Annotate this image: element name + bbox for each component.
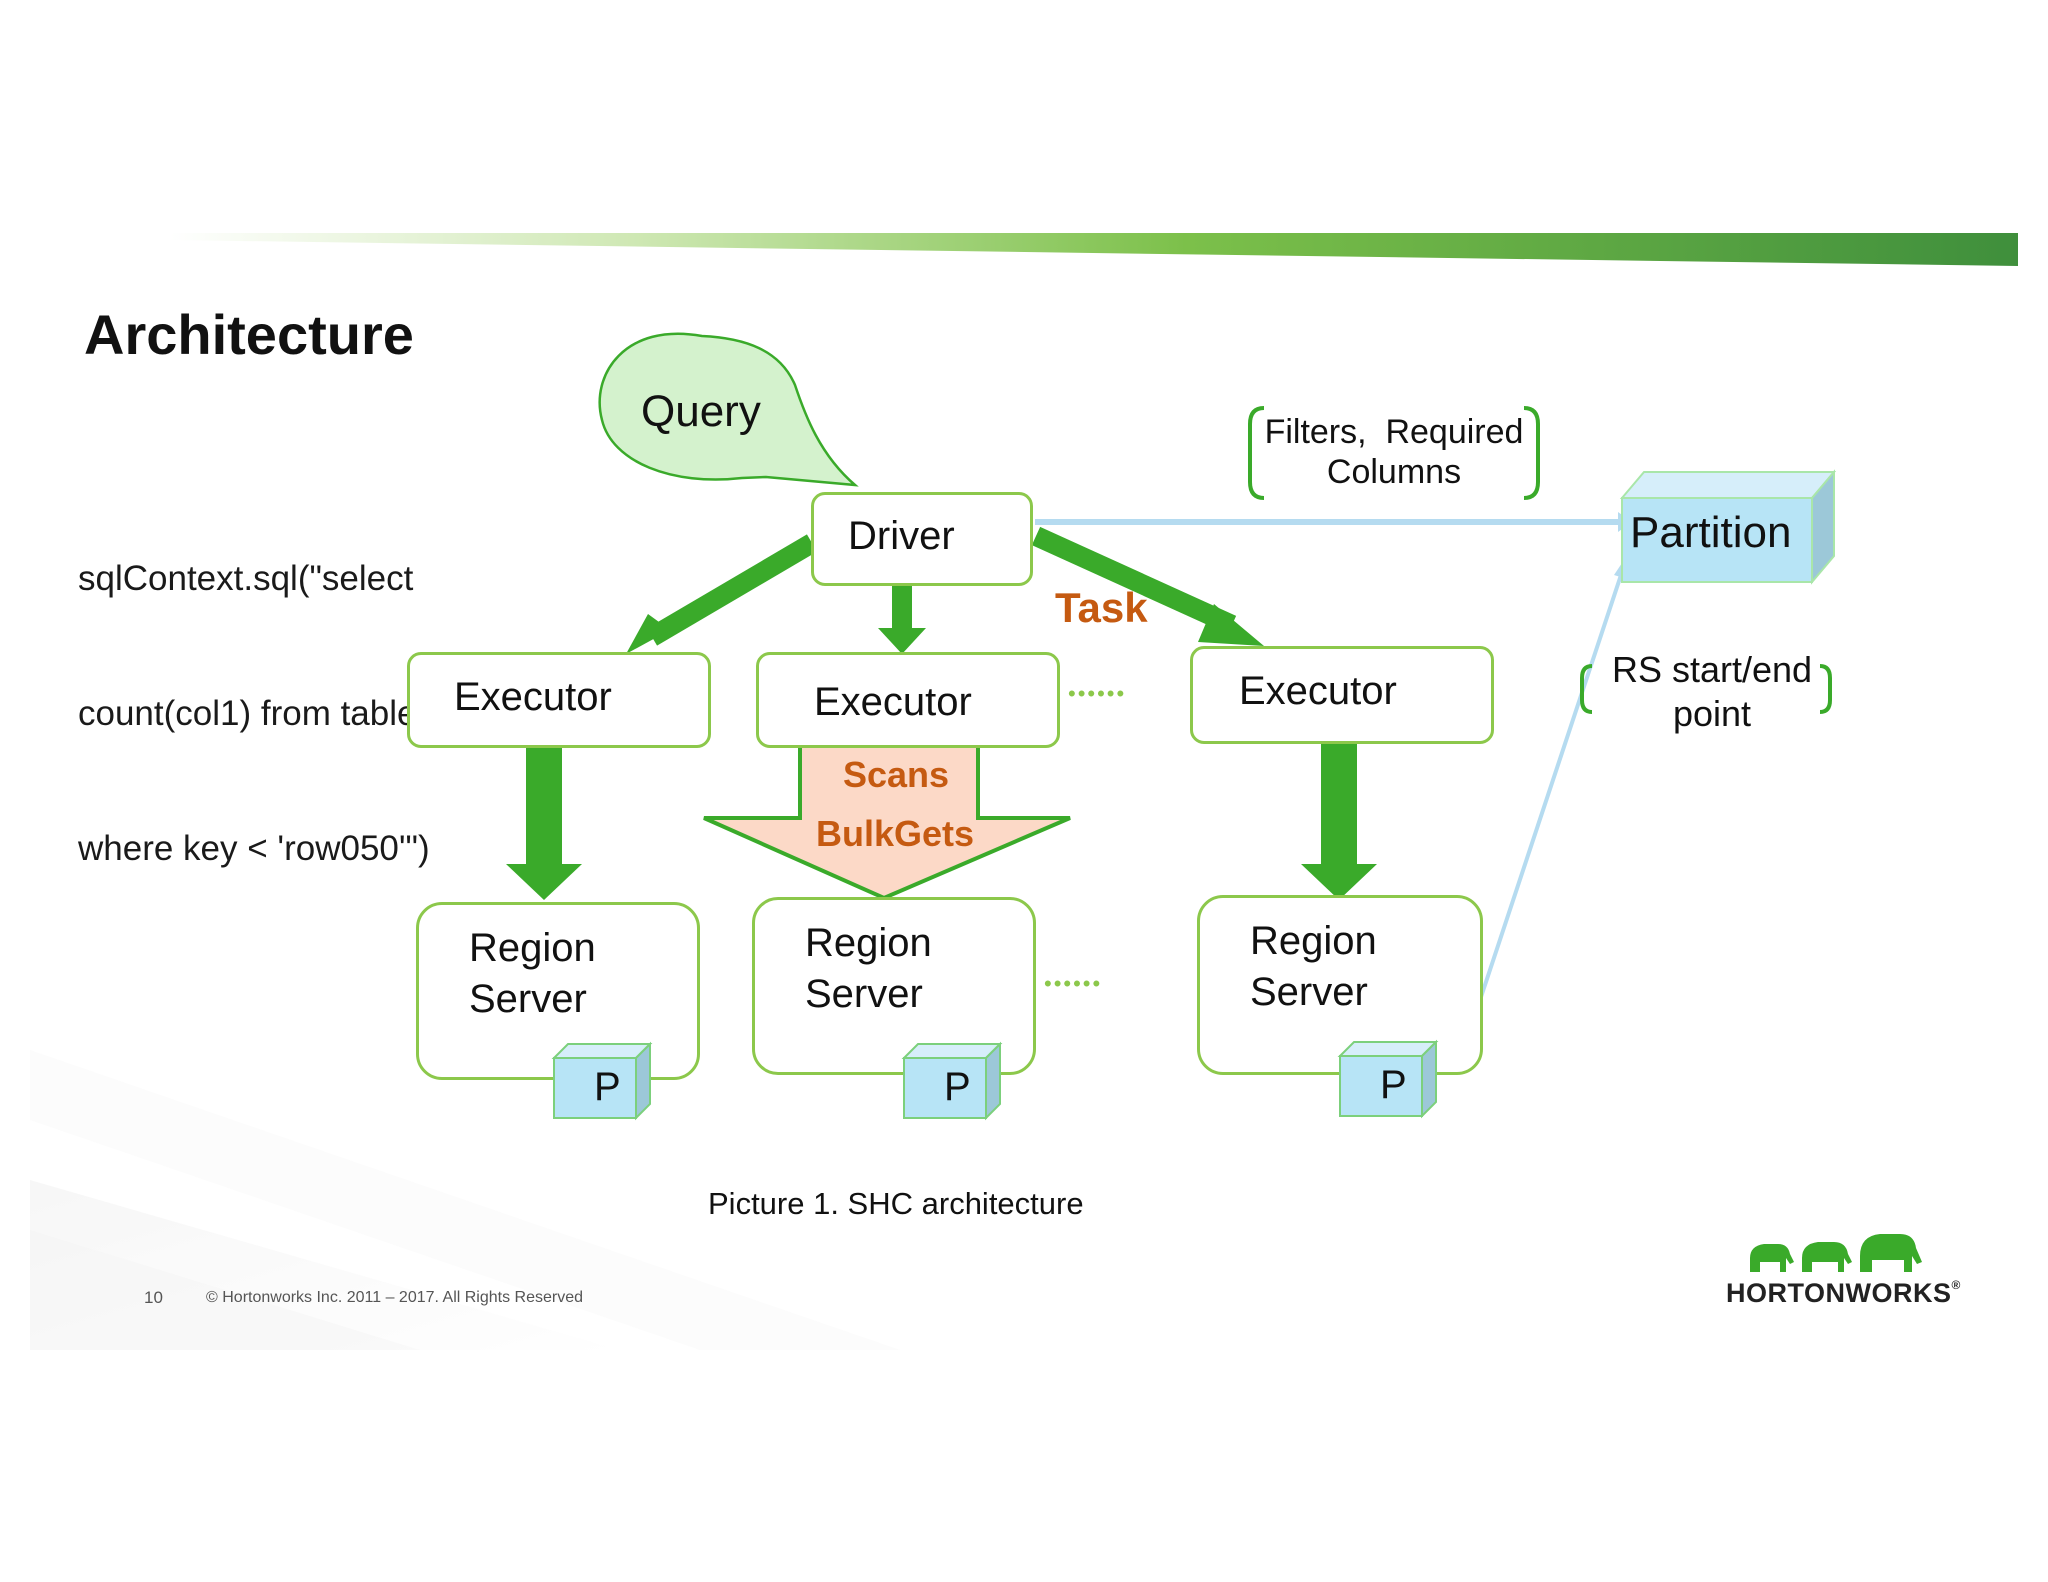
rs-start-end-note: RS start/end point bbox=[1594, 648, 1830, 736]
sql-line-3: where key < 'row050'") bbox=[78, 829, 430, 868]
driver-to-executor-3-arrowhead bbox=[1198, 604, 1264, 646]
partition-cube bbox=[1619, 469, 1837, 585]
executor-box-3: Executor bbox=[1190, 646, 1494, 744]
query-speech-bubble bbox=[598, 332, 859, 487]
region-server-2-line-2: Server bbox=[805, 972, 923, 1016]
executor-3-to-region-arrowhead bbox=[1301, 864, 1377, 900]
executor-box-2: Executor bbox=[756, 652, 1060, 748]
driver-to-executor-1-arrow bbox=[646, 534, 818, 646]
bulkgets-label: BulkGets bbox=[816, 813, 975, 854]
partition-cube-1 bbox=[551, 1041, 653, 1121]
filters-line-2: Columns bbox=[1326, 453, 1462, 491]
region-server-box-1: Region Server bbox=[416, 902, 700, 1080]
scans-bulkgets-arrow bbox=[703, 742, 1071, 901]
region-ellipsis: •••••• bbox=[1044, 971, 1103, 996]
region-to-partition-line bbox=[1478, 571, 1624, 1001]
partition-cube-2 bbox=[901, 1041, 1003, 1121]
driver-label: Driver bbox=[848, 514, 955, 558]
header-gradient-band bbox=[170, 233, 2018, 266]
filters-right-bracket bbox=[1523, 406, 1540, 500]
region-server-1-line-2: Server bbox=[469, 977, 587, 1021]
scans-label: Scans bbox=[843, 754, 950, 795]
executor-box-1: Executor bbox=[407, 652, 711, 748]
page-number: 10 bbox=[144, 1288, 163, 1307]
brand-wordmark: HORTONWORKS® bbox=[1726, 1278, 1961, 1310]
region-server-label-2: Region Server bbox=[805, 918, 932, 1020]
region-server-3-line-2: Server bbox=[1250, 970, 1368, 1014]
slide-title: Architecture bbox=[84, 303, 414, 366]
executor-ellipsis: •••••• bbox=[1068, 681, 1127, 706]
region-server-3-line-1: Region bbox=[1250, 919, 1377, 963]
hortonworks-elephants-logo bbox=[1750, 1234, 1922, 1272]
filters-note: Filters, Required Columns bbox=[1264, 412, 1524, 492]
driver-to-executor-2-arrowhead bbox=[878, 628, 926, 654]
sql-query-text: sqlContext.sql("select count(col1) from … bbox=[78, 466, 436, 961]
region-server-1-line-1: Region bbox=[469, 926, 596, 970]
brand-registered-mark: ® bbox=[1951, 1278, 1961, 1292]
copyright-text: © Hortonworks Inc. 2011 – 2017. All Righ… bbox=[206, 1289, 584, 1306]
executor-label-2: Executor bbox=[814, 680, 972, 724]
executor-label-3: Executor bbox=[1239, 669, 1397, 713]
rs-left-bracket bbox=[1580, 664, 1593, 714]
partition-p-label-3: P bbox=[1380, 1063, 1407, 1107]
filters-left-bracket bbox=[1248, 406, 1265, 500]
rs-right-bracket bbox=[1819, 664, 1832, 714]
partition-cube-3 bbox=[1337, 1039, 1439, 1119]
region-server-box-2: Region Server bbox=[752, 897, 1036, 1075]
executor-1-to-region-arrowhead bbox=[506, 864, 582, 900]
region-server-2-line-1: Region bbox=[805, 921, 932, 965]
rs-line-1: RS start/end bbox=[1611, 649, 1813, 690]
filters-line-1: Filters, Required bbox=[1264, 413, 1524, 451]
region-server-label-3: Region Server bbox=[1250, 916, 1377, 1018]
executor-3-to-region-arrow bbox=[1321, 742, 1357, 866]
region-server-label-1: Region Server bbox=[469, 923, 596, 1025]
task-label: Task bbox=[1055, 584, 1148, 631]
partition-p-label-1: P bbox=[594, 1065, 621, 1109]
query-label: Query bbox=[641, 387, 761, 436]
executor-1-to-region-arrow bbox=[526, 742, 562, 866]
rs-line-2: point bbox=[1672, 693, 1752, 734]
driver-to-executor-3-arrow bbox=[1031, 526, 1237, 635]
background-stripes bbox=[30, 1050, 900, 1350]
driver-box: Driver bbox=[811, 492, 1033, 586]
executor-label-1: Executor bbox=[454, 675, 612, 719]
figure-caption: Picture 1. SHC architecture bbox=[708, 1186, 1084, 1221]
partition-label: Partition bbox=[1630, 508, 1792, 557]
brand-name: HORTONWORKS bbox=[1726, 1278, 1952, 1308]
driver-to-executor-1-arrowhead bbox=[626, 614, 670, 654]
partition-p-label-2: P bbox=[944, 1065, 971, 1109]
sql-line-1: sqlContext.sql("select bbox=[78, 559, 414, 598]
sql-line-2: count(col1) from table1 bbox=[78, 694, 436, 733]
